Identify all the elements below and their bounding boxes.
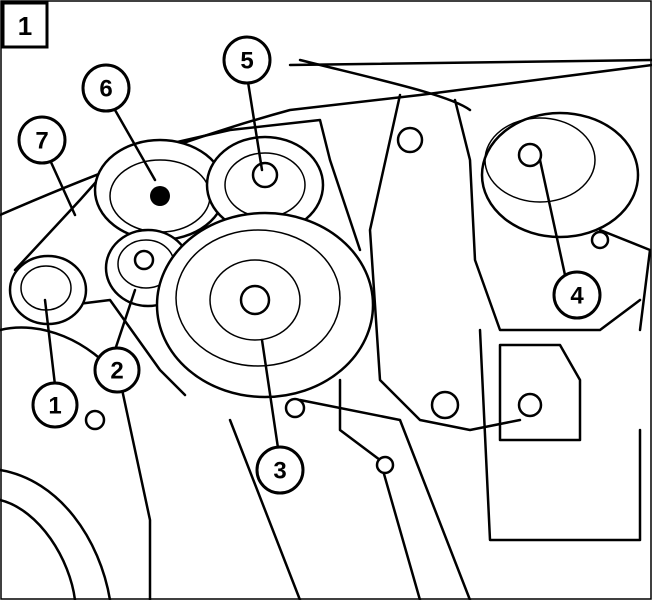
callout-5: 5 — [222, 35, 272, 85]
callout-label: 1 — [48, 393, 61, 420]
callout-3: 3 — [255, 445, 305, 495]
pulley-6 — [93, 138, 227, 242]
callout-label: 6 — [99, 76, 112, 103]
figure-number-box: 1 — [1, 1, 49, 49]
callout-6: 6 — [81, 63, 131, 113]
figure-number: 1 — [18, 11, 32, 41]
callout-label: 2 — [110, 358, 123, 385]
callout-label: 3 — [273, 458, 286, 485]
callout-label: 7 — [35, 128, 48, 155]
callout-1: 1 — [31, 381, 79, 429]
callout-2: 2 — [93, 346, 141, 394]
bolts — [84, 126, 610, 475]
leader-lines — [43, 80, 567, 450]
callout-7: 7 — [17, 115, 67, 165]
pulley-4 — [480, 111, 640, 239]
pulley-3 — [155, 211, 375, 399]
callout-4: 4 — [552, 270, 602, 320]
callout-label: 4 — [570, 283, 584, 310]
engine-block-outline — [0, 58, 652, 600]
pulley-1 — [8, 254, 88, 326]
callout-label: 5 — [240, 48, 253, 75]
